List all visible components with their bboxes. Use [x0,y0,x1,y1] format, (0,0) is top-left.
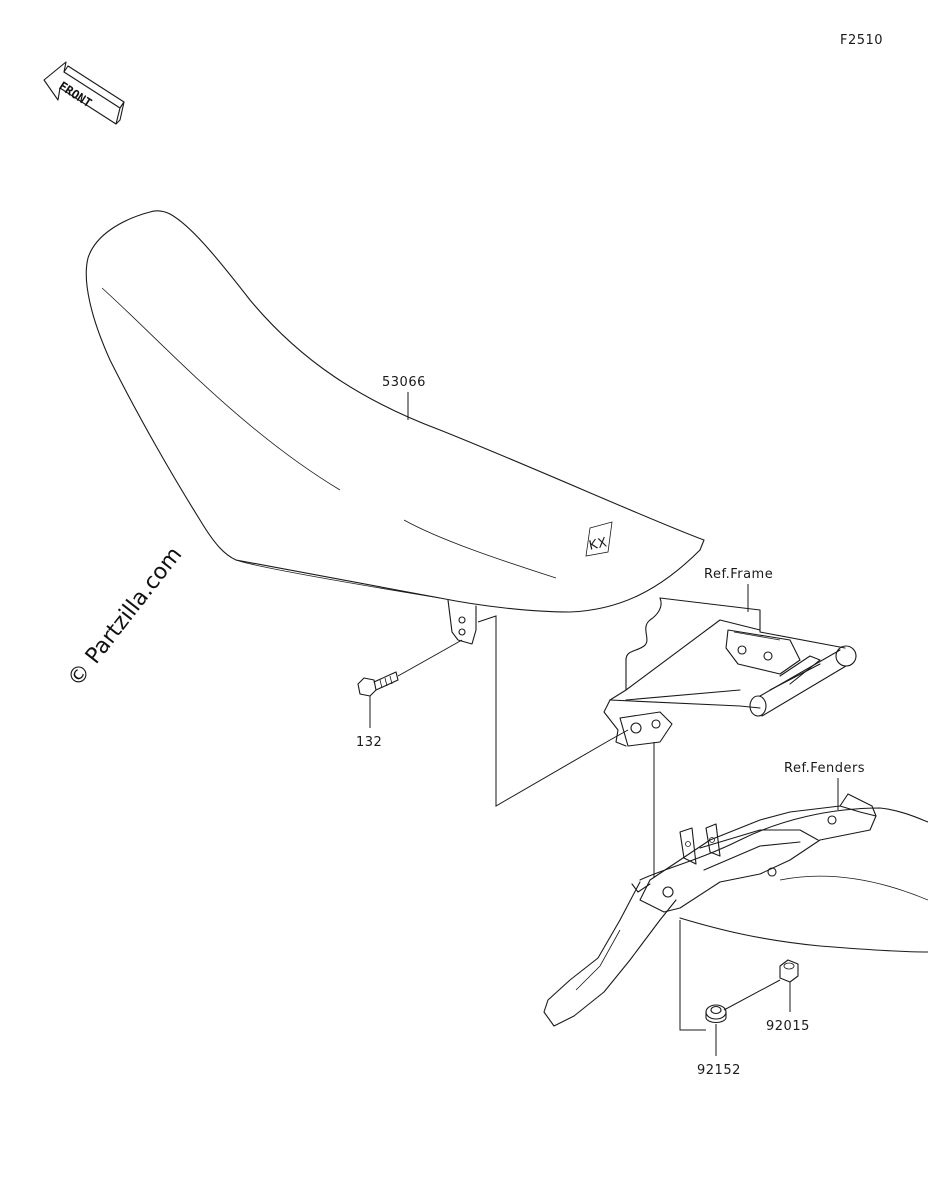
part-label-bolt: 132 [356,735,382,750]
part-label-nut: 92015 [766,1019,810,1034]
fender-reference [543,793,928,1027]
bolt-icon [357,671,399,697]
seat-logo-icon: KX [585,521,613,557]
front-arrow-icon: FRONT [43,61,125,125]
front-label: FRONT [56,79,94,110]
diagram-code: F2510 [840,33,883,48]
part-label-collar: 92152 [697,1063,741,1078]
ref-frame-label: Ref.Frame [704,567,773,582]
seat: KX [85,210,705,645]
ref-fenders-label: Ref.Fenders [784,761,865,776]
part-label-seat: 53066 [382,375,426,390]
seat-logo: KX [588,535,609,554]
collar-icon [705,1004,727,1024]
watermark: © Partzilla.com [63,543,187,692]
nut-icon [779,959,799,983]
frame-reference [603,597,857,747]
